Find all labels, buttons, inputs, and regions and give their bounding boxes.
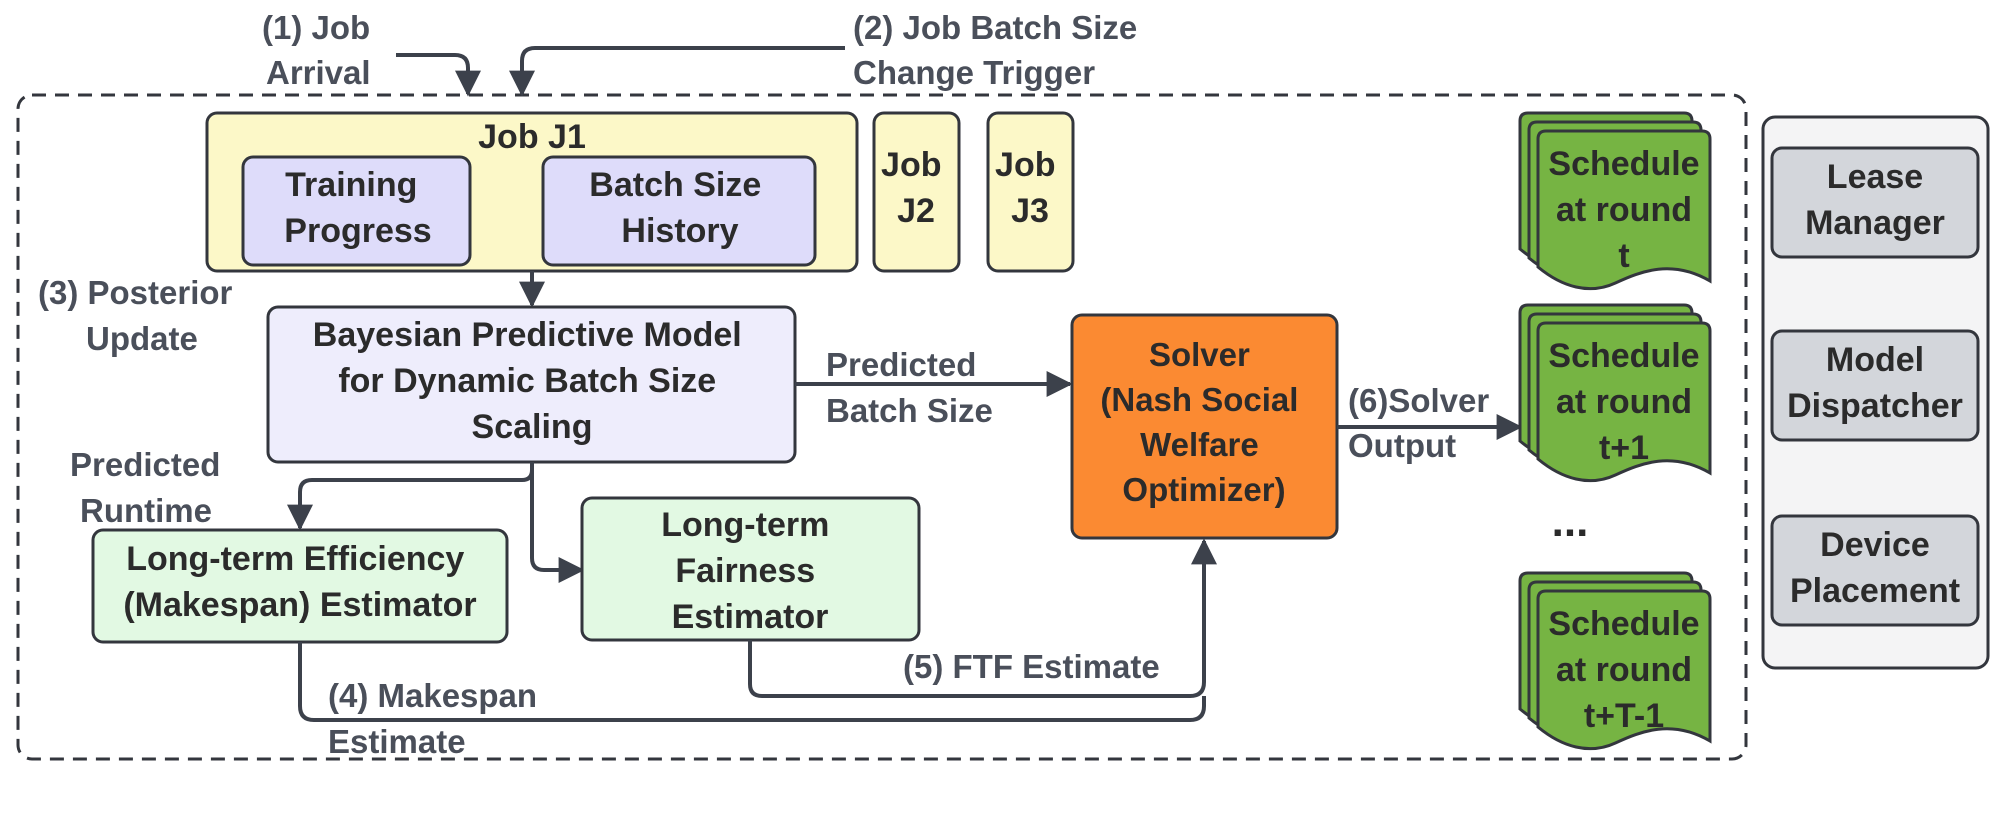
job-j3-box xyxy=(986,111,1075,273)
makespan-estimate-label: (4) Makespan Estimate xyxy=(328,677,546,760)
model-to-fairness-arrow xyxy=(530,462,585,583)
solver-label: Solver (Nash Social Welfare Optimizer) xyxy=(1100,336,1307,508)
solver-output-label: (6)Solver Output xyxy=(1348,382,1498,464)
job-j1-title: Job J1 xyxy=(478,118,586,156)
schedule-sheet xyxy=(1536,589,1712,751)
side-item-box xyxy=(1770,514,1980,627)
training-progress-box xyxy=(241,155,472,267)
training-progress-label: Training Progress xyxy=(284,166,431,250)
predicted-batch-label: Predicted Batch Size xyxy=(826,346,993,429)
batch-history-label: Batch Size History xyxy=(589,166,770,250)
batch-history-box xyxy=(541,155,817,267)
batch-trigger-label: (2) Job Batch Size Change Trigger xyxy=(853,9,1146,91)
job-arrival-label: (1) Job Arrival xyxy=(262,9,379,91)
schedule-sheet xyxy=(1536,129,1712,291)
ftf-estimate-arrow xyxy=(748,538,1217,698)
job-j2-box xyxy=(872,111,961,273)
fairness-estimator-label: Long-term Fairness Estimator xyxy=(661,506,839,636)
ellipsis: ... xyxy=(1552,497,1589,546)
system-boundary xyxy=(16,93,1748,761)
ftf-estimate-label: (5) FTF Estimate xyxy=(903,648,1160,685)
predicted-runtime-label: Predicted Runtime xyxy=(70,446,230,529)
posterior-update-label: (3) Posterior Update xyxy=(38,274,242,357)
job-arrival-arrow xyxy=(396,53,481,97)
schedule-sheet xyxy=(1536,321,1712,483)
batch-trigger-arrow xyxy=(509,46,845,97)
makespan-estimate-arrow xyxy=(298,642,1206,722)
side-item-box xyxy=(1770,146,1980,259)
bayesian-model-label: Bayesian Predictive Model for Dynamic Ba… xyxy=(313,316,751,446)
side-item-box xyxy=(1770,329,1980,442)
job-j3-label: Job J3 xyxy=(995,146,1065,230)
job-j2-label: Job J2 xyxy=(881,146,951,230)
model-to-efficiency-arrow xyxy=(287,462,534,531)
efficiency-estimator-label: Long-term Efficiency (Makespan) Estimato… xyxy=(123,540,476,624)
